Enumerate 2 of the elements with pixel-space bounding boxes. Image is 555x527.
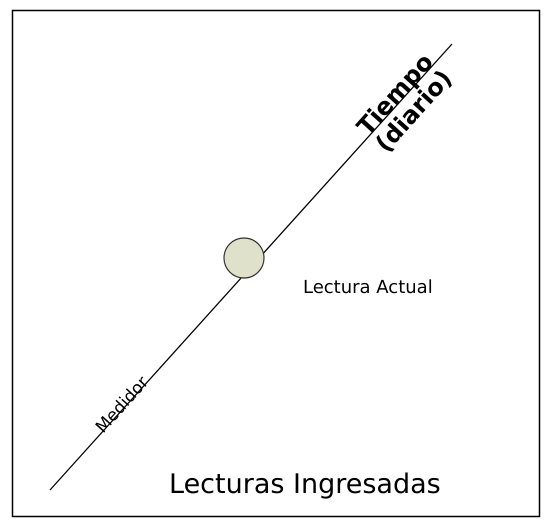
- fact-title: Lecturas Ingresadas: [169, 469, 441, 500]
- measure-label: Lectura Actual: [303, 277, 433, 298]
